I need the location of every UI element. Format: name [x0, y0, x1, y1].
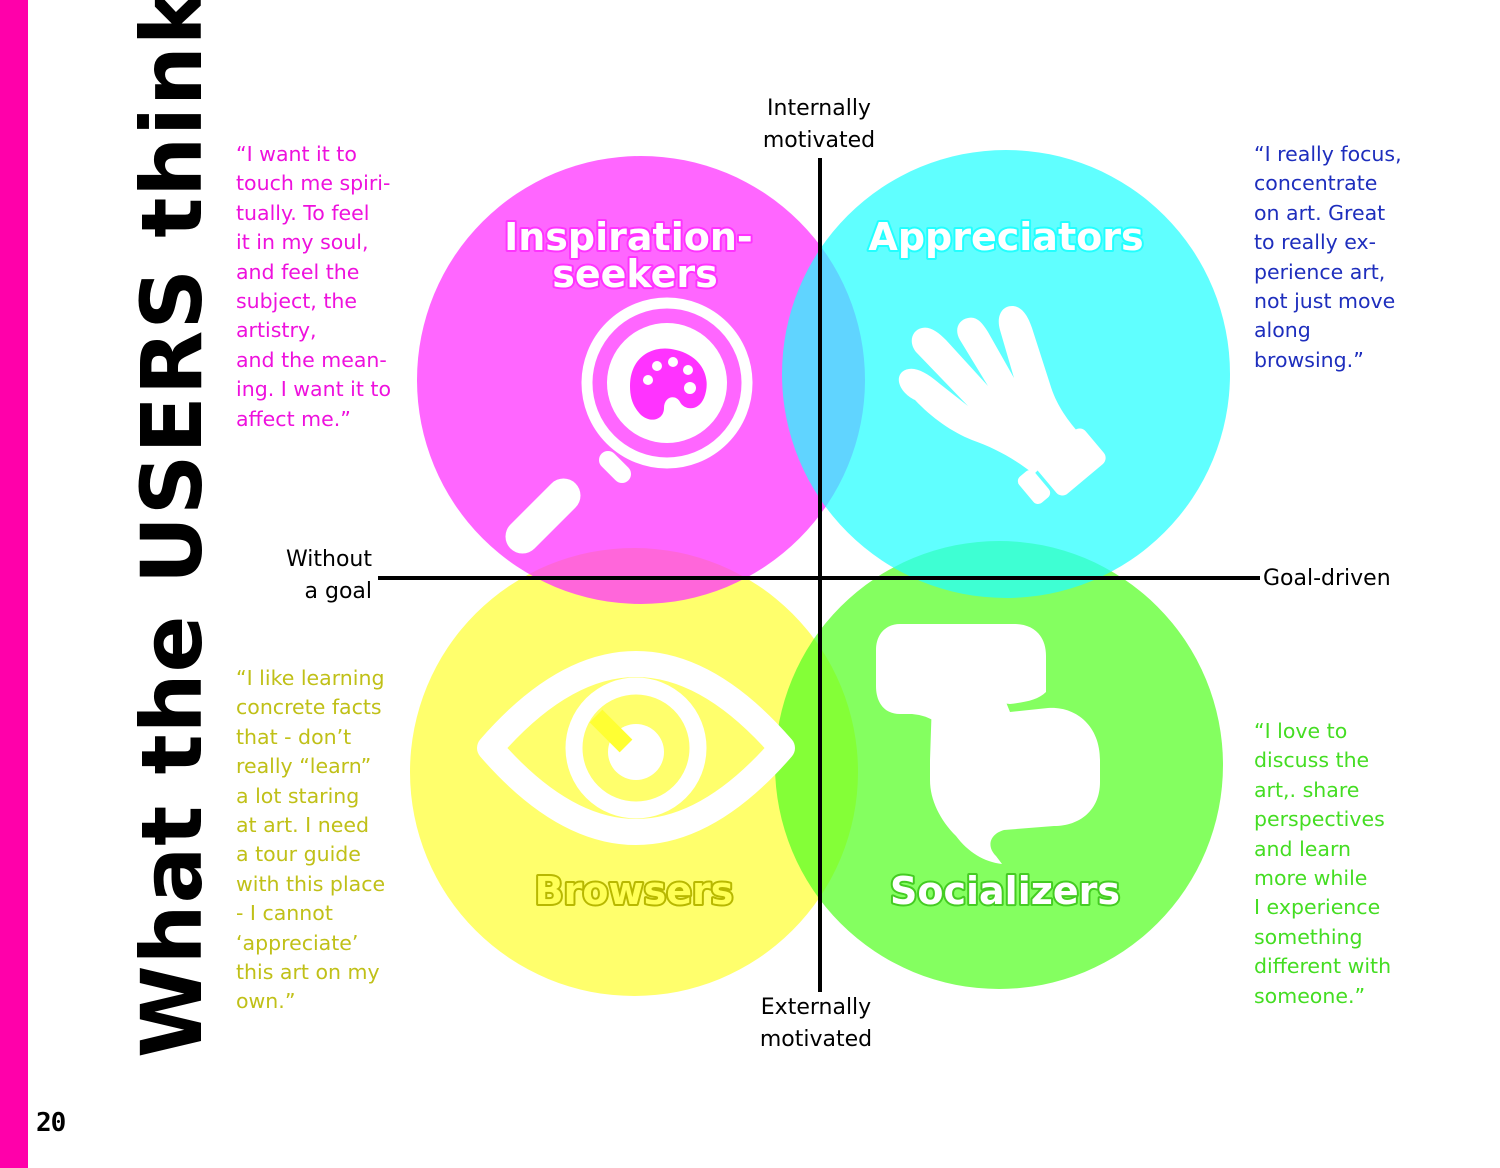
quote-appreciators: “I really focus, concentrate on art. Gre…: [1254, 142, 1402, 372]
magnifier-palette-icon: [505, 297, 753, 554]
glove-hand-icon: [898, 306, 1106, 504]
quote-socializers: “I love to discuss the art,. share persp…: [1254, 719, 1392, 1008]
title-appreciators-line1: Appreciators: [868, 215, 1143, 259]
quote-inspiration-seekers: “I want it to touch me spiri- tually. To…: [236, 142, 392, 431]
axis-label-internally-motivated: Internally motivated: [762, 96, 876, 153]
axis-label-without-goal: Without a goal: [286, 547, 372, 604]
title-browsers-line1: Browsers: [535, 869, 734, 913]
axis-label-goal-driven: Goal-driven: [1263, 566, 1391, 591]
accent-side-bar: [0, 0, 28, 1168]
title-browsers: Browsers: [535, 869, 734, 913]
axis-label-externally-motivated: Externally motivated: [759, 995, 873, 1052]
quote-browsers: “I like learning concrete facts that - d…: [236, 666, 386, 1014]
title-inspiration-seekers-line2: seekers: [552, 252, 718, 296]
speech-bubbles-icon: [876, 624, 1100, 864]
title-inspiration-seekers: Inspiration- seekers: [504, 215, 766, 296]
title-socializers: Socializers: [890, 869, 1120, 913]
eye-icon: [477, 651, 795, 845]
title-socializers-line1: Socializers: [890, 869, 1120, 913]
page-number: 20: [36, 1108, 66, 1138]
title-inspiration-seekers-line1: Inspiration-: [504, 215, 753, 259]
title-appreciators: Appreciators: [868, 215, 1143, 259]
